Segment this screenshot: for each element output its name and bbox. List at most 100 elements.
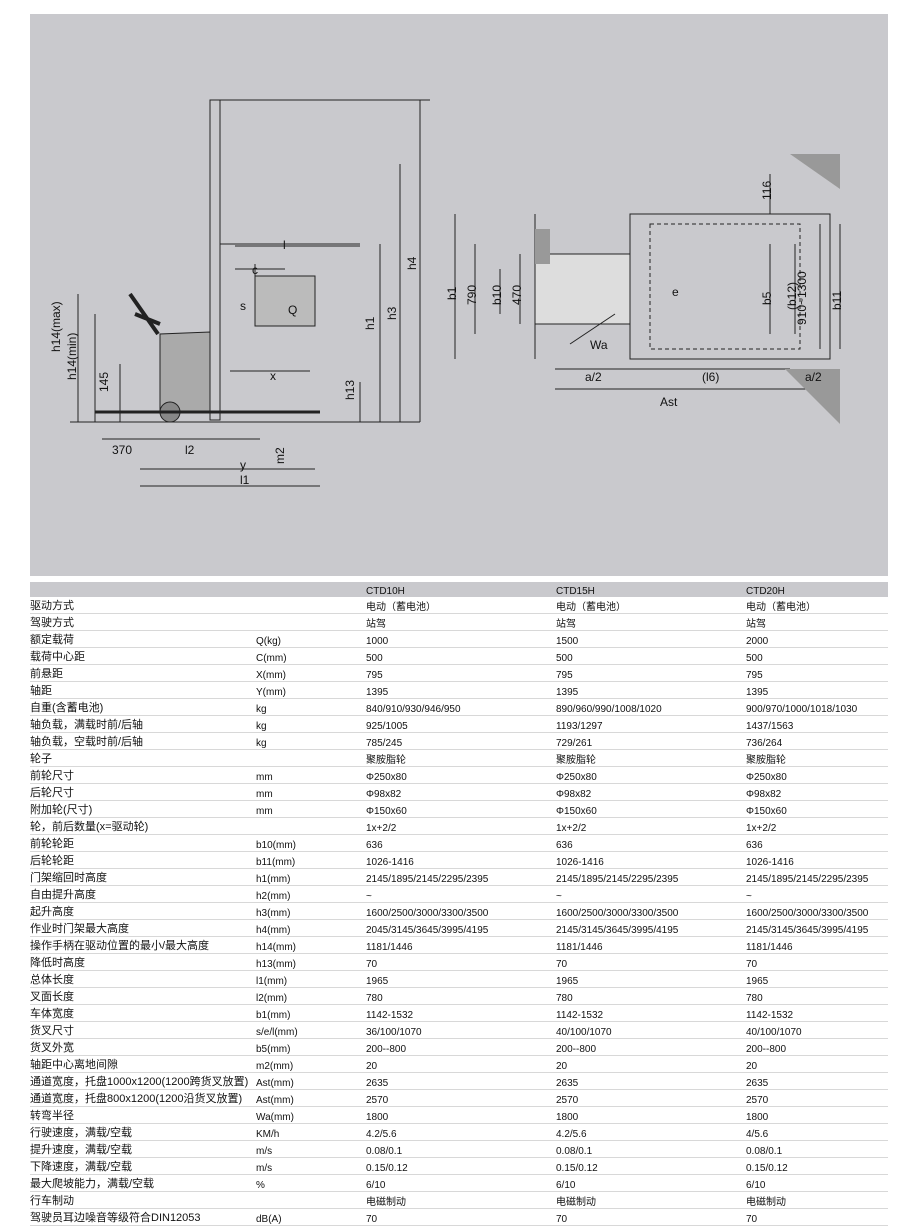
label-x: x <box>270 369 276 383</box>
spec-value-ctd15h: 2145/3145/3645/3995/4195 <box>556 919 746 937</box>
label-b10: b10 <box>490 285 504 305</box>
spec-label: 轴负载，满载时前/后轴 <box>30 715 256 733</box>
spec-value-ctd20h: 聚胺脂轮 <box>746 749 888 767</box>
spec-value-ctd10h: 1965 <box>366 970 556 988</box>
spec-value-ctd15h: 500 <box>556 647 746 665</box>
spec-label: 前悬距 <box>30 664 256 682</box>
spec-value-ctd20h: 70 <box>746 1208 888 1226</box>
spec-value-ctd15h: 1181/1446 <box>556 936 746 954</box>
label-e: e <box>672 285 679 299</box>
label-b5: b5 <box>760 291 774 305</box>
spec-value-ctd15h: 40/100/1070 <box>556 1021 746 1039</box>
spec-unit: Q(kg) <box>256 630 366 648</box>
spec-value-ctd20h: 电动（蓄电池） <box>746 597 888 614</box>
spec-value-ctd15h: Φ150x60 <box>556 800 746 818</box>
spec-value-ctd15h: 200--800 <box>556 1038 746 1056</box>
spec-label: 门架缩回时高度 <box>30 868 256 886</box>
spec-unit: X(mm) <box>256 664 366 682</box>
spec-label: 轴负载，空载时前/后轴 <box>30 732 256 750</box>
spec-value-ctd20h: 1181/1446 <box>746 936 888 954</box>
spec-label: 轴距 <box>30 681 256 699</box>
spec-value-ctd15h: 电动（蓄电池） <box>556 597 746 614</box>
spec-table: CTD10H CTD15H CTD20H 驱动方式电动（蓄电池）电动（蓄电池）电… <box>30 582 888 1226</box>
spec-label: 操作手柄在驱动位置的最小/最大高度 <box>30 936 256 954</box>
spec-value-ctd10h: 200--800 <box>366 1038 556 1056</box>
spec-unit: C(mm) <box>256 647 366 665</box>
label-910-1300: 910~1300 <box>795 271 809 325</box>
spec-value-ctd10h: 1x+2/2 <box>366 817 556 835</box>
spec-label: 自重(含蓄电池) <box>30 698 256 716</box>
spec-value-ctd20h: 电磁制动 <box>746 1191 888 1209</box>
table-row: 行车制动电磁制动电磁制动电磁制动 <box>30 1191 888 1209</box>
spec-unit: h4(mm) <box>256 919 366 937</box>
spec-value-ctd20h: 636 <box>746 834 888 852</box>
spec-value-ctd20h: 2145/3145/3645/3995/4195 <box>746 919 888 937</box>
spec-value-ctd20h: 2145/1895/2145/2295/2395 <box>746 868 888 886</box>
spec-value-ctd10h: 1395 <box>366 681 556 699</box>
spec-value-ctd15h: 20 <box>556 1055 746 1073</box>
spec-value-ctd15h: 1965 <box>556 970 746 988</box>
spec-value-ctd10h: 636 <box>366 834 556 852</box>
spec-label: 轴距中心离地间隙 <box>30 1055 256 1073</box>
spec-value-ctd20h: ~ <box>746 885 888 903</box>
spec-value-ctd10h: Φ98x82 <box>366 783 556 801</box>
label-h14max: h14(max) <box>49 301 63 352</box>
spec-value-ctd10h: 795 <box>366 664 556 682</box>
label-790: 790 <box>465 285 479 305</box>
spec-label: 后轮尺寸 <box>30 783 256 801</box>
spec-unit: Ast(mm) <box>256 1089 366 1107</box>
label-h3: h3 <box>385 306 399 320</box>
spec-value-ctd20h: 1600/2500/3000/3300/3500 <box>746 902 888 920</box>
spec-value-ctd20h: 0.15/0.12 <box>746 1157 888 1175</box>
spec-value-ctd20h: 1395 <box>746 681 888 699</box>
label-c: c <box>252 263 258 277</box>
spec-value-ctd15h: 1142-1532 <box>556 1004 746 1022</box>
spec-value-ctd20h: 1026-1416 <box>746 851 888 869</box>
spec-value-ctd10h: 0.08/0.1 <box>366 1140 556 1158</box>
label-116: 116 <box>760 181 774 200</box>
spec-unit: % <box>256 1174 366 1192</box>
spec-value-ctd10h: 925/1005 <box>366 715 556 733</box>
table-row: 驾驶方式站驾站驾站驾 <box>30 613 888 631</box>
spec-value-ctd20h: 900/970/1000/1018/1030 <box>746 698 888 716</box>
spec-value-ctd10h: 1600/2500/3000/3300/3500 <box>366 902 556 920</box>
spec-unit: KM/h <box>256 1123 366 1141</box>
spec-value-ctd20h: 2570 <box>746 1089 888 1107</box>
label-l1: l1 <box>240 473 250 487</box>
spec-value-ctd15h: Φ98x82 <box>556 783 746 801</box>
spec-value-ctd10h: 6/10 <box>366 1174 556 1192</box>
spec-value-ctd10h: 70 <box>366 953 556 971</box>
spec-value-ctd10h: 1800 <box>366 1106 556 1124</box>
spec-unit: m/s <box>256 1140 366 1158</box>
spec-value-ctd10h: 站驾 <box>366 613 556 631</box>
spec-label: 货叉尺寸 <box>30 1021 256 1039</box>
spec-value-ctd10h: ~ <box>366 885 556 903</box>
spec-unit <box>256 597 366 614</box>
spec-value-ctd20h: 795 <box>746 664 888 682</box>
spec-unit: Wa(mm) <box>256 1106 366 1124</box>
spec-label: 额定载荷 <box>30 630 256 648</box>
spec-value-ctd20h: 1437/1563 <box>746 715 888 733</box>
spec-value-ctd20h: Φ250x80 <box>746 766 888 784</box>
spec-unit: m/s <box>256 1157 366 1175</box>
spec-value-ctd15h: ~ <box>556 885 746 903</box>
spec-value-ctd10h: 2145/1895/2145/2295/2395 <box>366 868 556 886</box>
spec-label: 作业时门架最大高度 <box>30 919 256 937</box>
model-header: CTD10H <box>366 582 556 597</box>
spec-value-ctd20h: 736/264 <box>746 732 888 750</box>
spec-value-ctd20h: 20 <box>746 1055 888 1073</box>
spec-unit: mm <box>256 783 366 801</box>
spec-value-ctd10h: 500 <box>366 647 556 665</box>
spec-label: 货叉外宽 <box>30 1038 256 1056</box>
spec-value-ctd15h: 4.2/5.6 <box>556 1123 746 1141</box>
spec-value-ctd15h: 1193/1297 <box>556 715 746 733</box>
